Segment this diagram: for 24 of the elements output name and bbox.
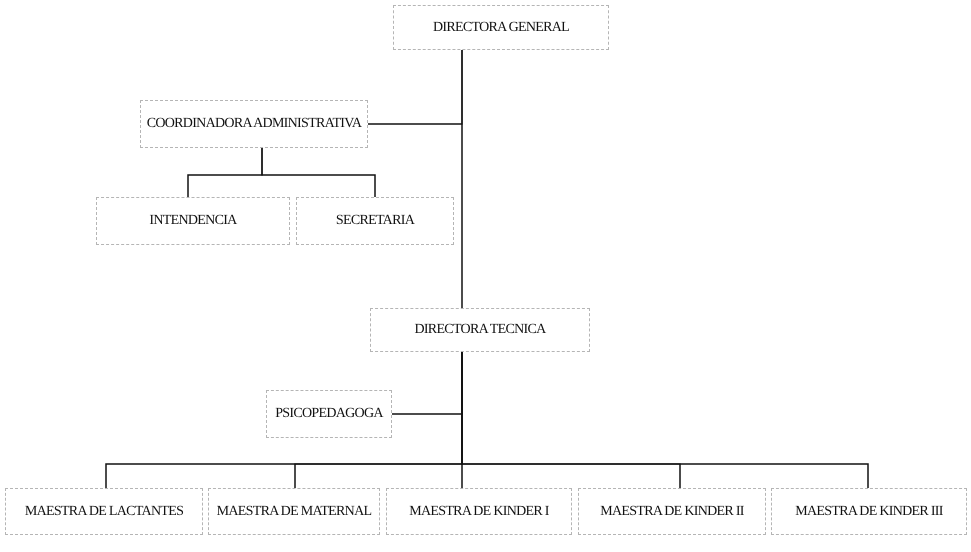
org-box — [393, 5, 609, 50]
org-box — [386, 488, 572, 535]
role-title: MAESTRA DE KINDER I — [409, 502, 549, 520]
role-title: PSICOPEDAGOGA — [275, 405, 383, 423]
role-title: SECRETARIA — [336, 212, 414, 230]
role-title: DIRECTORA GENERAL — [432, 18, 569, 36]
org-box — [296, 197, 454, 245]
org-box — [266, 390, 392, 438]
org-box — [370, 308, 590, 352]
org-box — [208, 488, 380, 535]
role-title: MAESTRA DE KINDER III — [795, 502, 943, 520]
role-title: MAESTRA DE KINDER II — [600, 502, 744, 520]
role-title: INTENDENCIA — [149, 212, 237, 230]
role-title: COORDINADORA ADMINISTRATIVA — [146, 115, 362, 133]
connector-line — [261, 148, 376, 197]
org-box — [578, 488, 766, 535]
role-title: DIRECTORA TECNICA — [414, 321, 546, 339]
role-title: MAESTRA DE MATERNAL — [216, 502, 372, 520]
org-box — [140, 100, 368, 148]
org-box — [5, 488, 203, 535]
role-title: MAESTRA DE LACTANTES — [24, 502, 184, 520]
connector-line — [461, 50, 463, 308]
org-box — [96, 197, 290, 245]
org-box — [771, 488, 967, 535]
